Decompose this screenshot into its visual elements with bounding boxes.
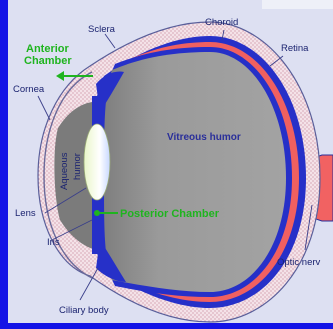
posterior-chamber-dot	[94, 210, 100, 216]
label-anterior-chamber-1: Anterior	[26, 43, 70, 55]
label-optic-nerve: Optic nerv	[277, 257, 321, 268]
vitreous-humor	[104, 52, 286, 292]
lens	[84, 124, 110, 200]
label-ciliary-body: Ciliary body	[59, 305, 109, 316]
label-aqueous-humor-2: humor	[72, 153, 83, 180]
label-retina: Retina	[281, 43, 309, 54]
label-posterior-chamber: Posterior Chamber	[120, 208, 220, 220]
label-lens: Lens	[15, 208, 36, 219]
label-anterior-chamber-2: Chamber	[24, 55, 72, 67]
label-iris: Iris	[47, 237, 60, 248]
top-right-tab	[262, 0, 333, 9]
label-sclera: Sclera	[88, 24, 116, 35]
label-vitreous-humor: Vitreous humor	[167, 132, 241, 143]
label-aqueous-humor-1: Aqueous	[59, 152, 70, 190]
label-cornea: Cornea	[13, 84, 45, 95]
label-choroid: Choroid	[205, 17, 238, 28]
